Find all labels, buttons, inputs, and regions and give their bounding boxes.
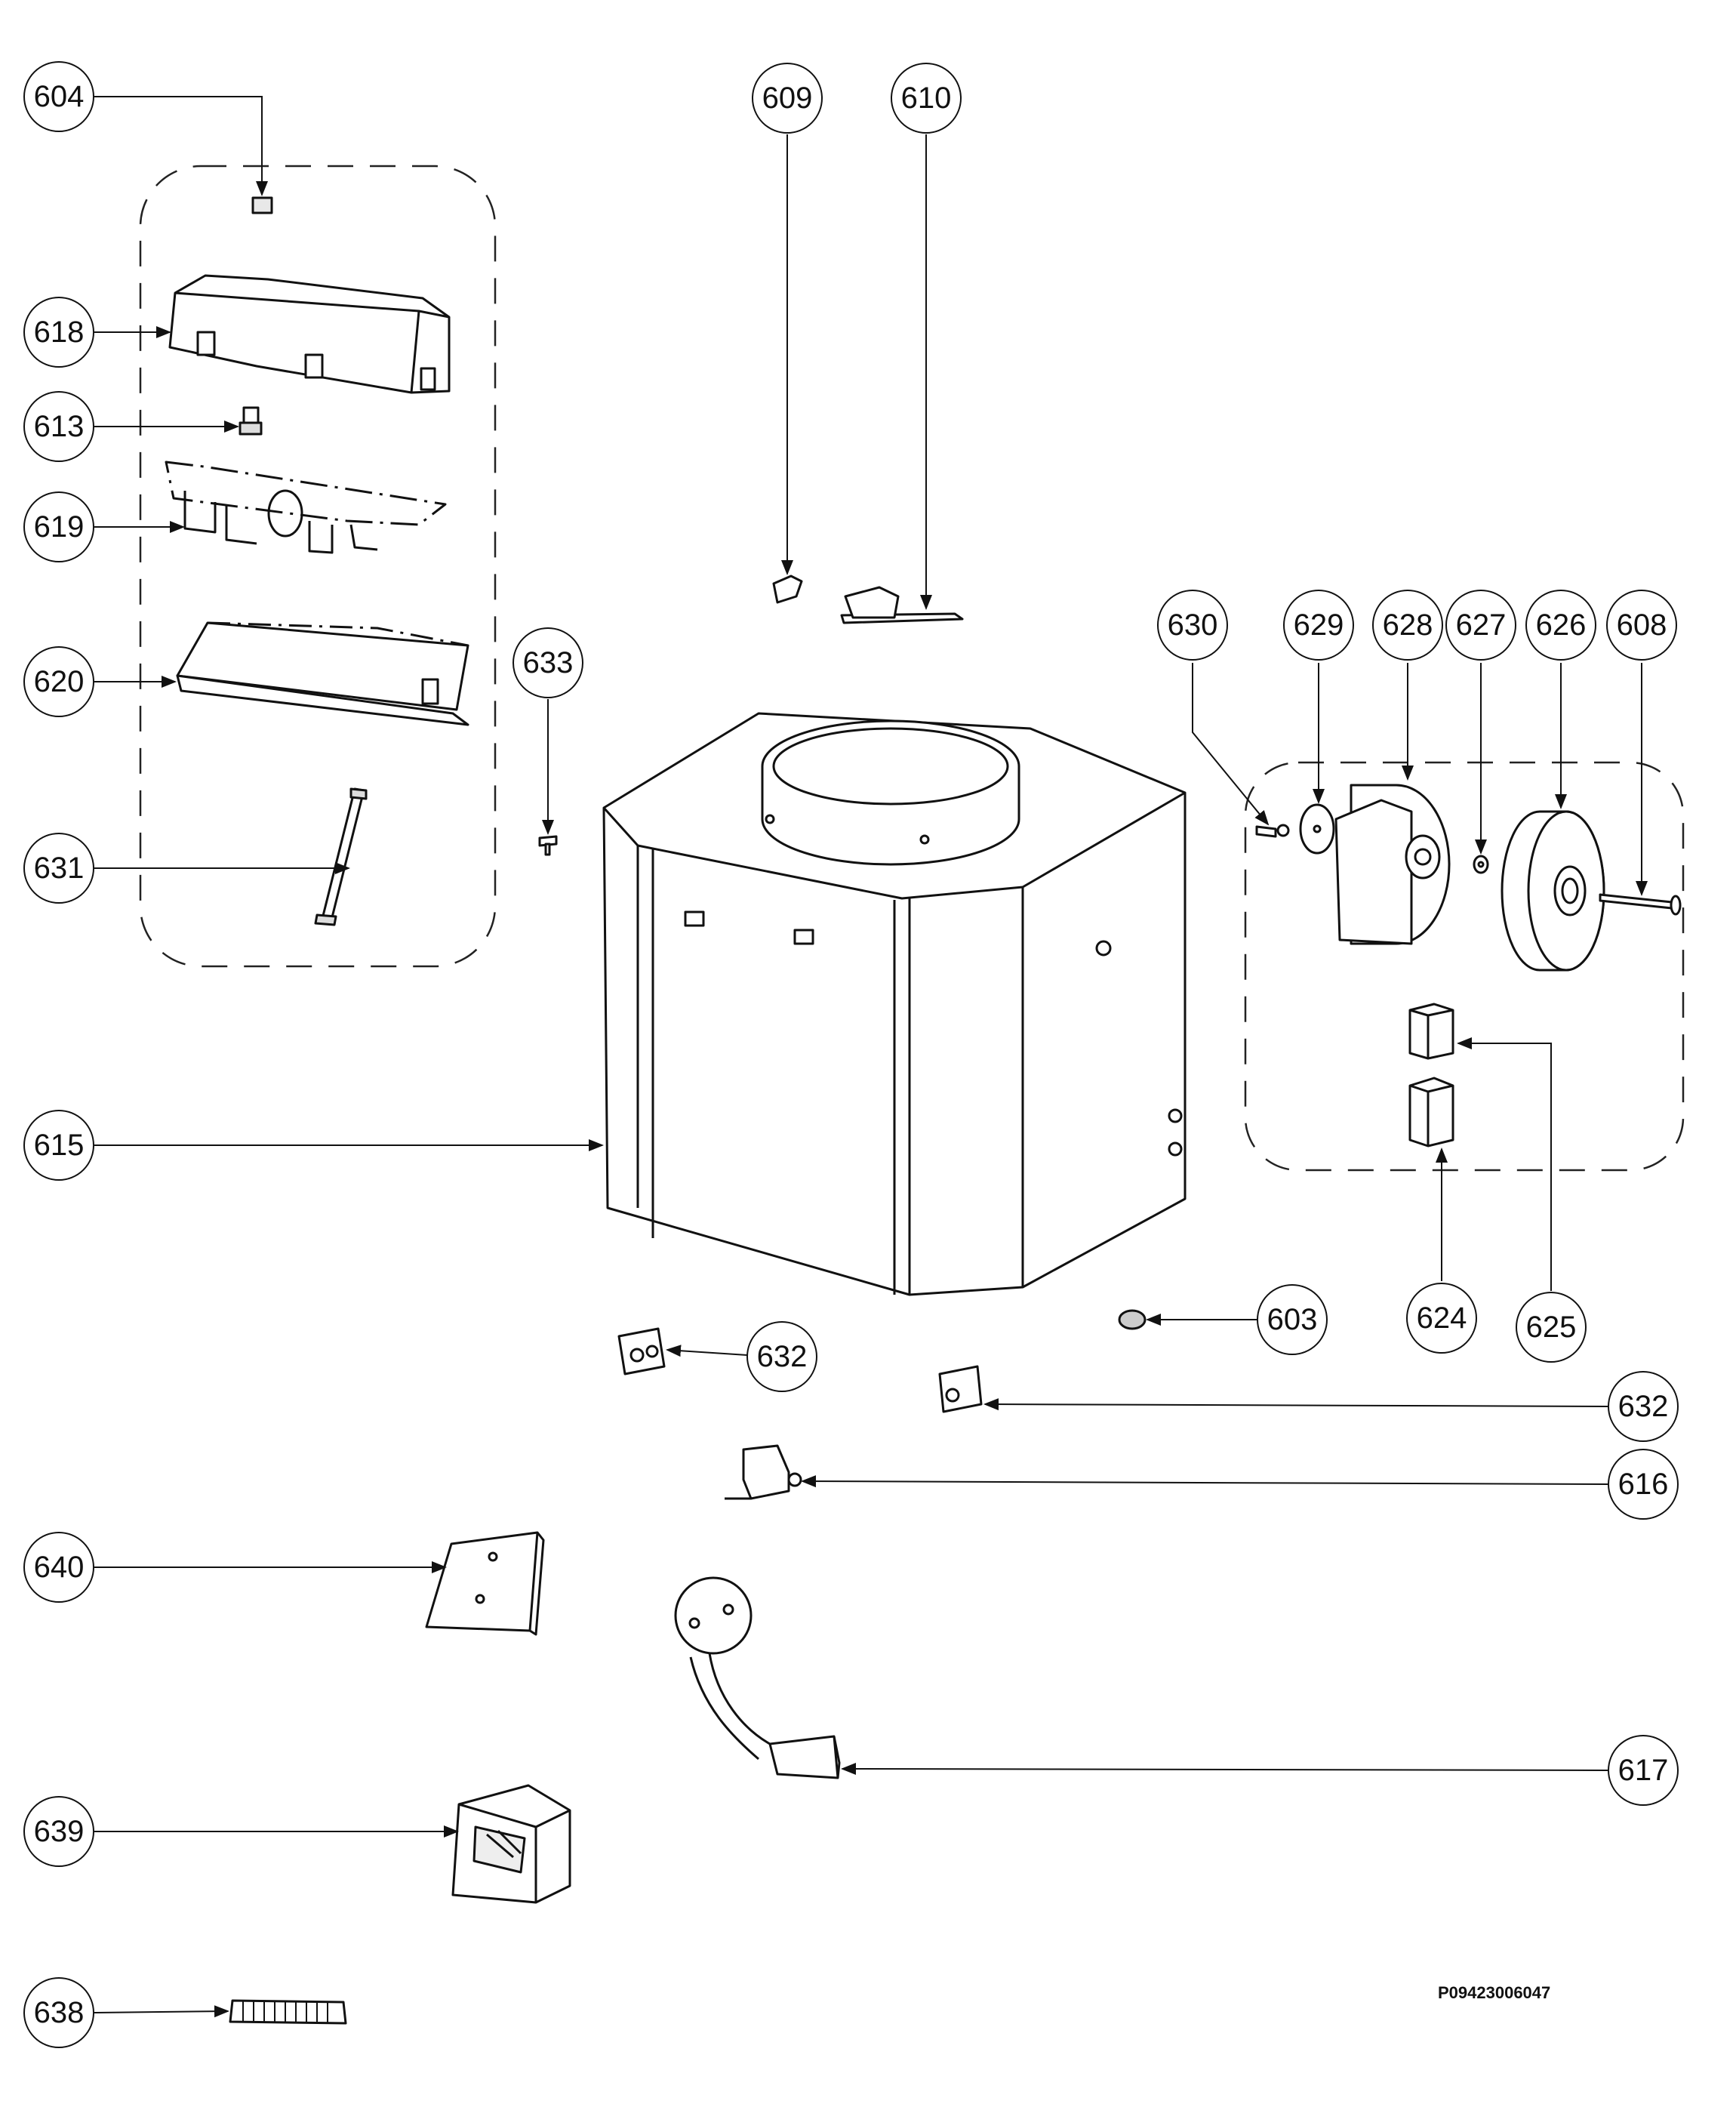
callout-619 [23,491,94,562]
part-618-control-housing [168,274,451,394]
label-630: 630 [1168,608,1218,642]
leader-625 [1457,1037,1552,1291]
part-638-terminal-strip [229,1999,347,2025]
part-604-clip [251,196,273,214]
part-603-clip [1118,1309,1147,1330]
callout-624 [1406,1283,1477,1354]
callout-618 [23,297,94,368]
drawing-reference: P09423006047 [1438,1983,1550,2002]
part-615-main-housing [602,712,1187,1296]
callout-633 [512,627,583,698]
part-620-tray [176,621,469,726]
leader-617 [841,1763,1608,1776]
label-618: 618 [34,316,85,349]
callout-625 [1516,1292,1587,1363]
label-639: 639 [34,1815,85,1848]
label-629: 629 [1294,608,1344,642]
label-619: 619 [34,510,85,544]
label-616: 616 [1618,1468,1669,1501]
part-630-screw [1255,824,1290,838]
label-628: 628 [1383,608,1433,642]
label-604: 604 [34,80,85,113]
label-640: 640 [34,1551,85,1584]
label-632b: 632 [1618,1390,1669,1423]
callout-603 [1257,1284,1328,1355]
callout-615 [23,1110,94,1181]
callout-632b [1608,1371,1679,1442]
callout-620 [23,646,94,717]
leader-604 [94,96,268,196]
label-609: 609 [762,82,813,115]
part-617-cable-plug [674,1576,841,1779]
callout-628 [1372,590,1443,661]
part-608-screw [1599,893,1682,916]
part-640-plate [425,1531,545,1636]
part-633-screw [538,835,558,856]
leader-630 [1192,663,1270,826]
callout-638 [23,1977,94,2048]
leader-616 [801,1475,1608,1488]
part-629-washer [1299,803,1335,855]
label-608: 608 [1617,608,1667,642]
label-617: 617 [1618,1754,1669,1787]
part-625-connector [1408,1003,1454,1060]
label-627: 627 [1456,608,1507,642]
label-631: 631 [34,852,85,885]
part-639-terminal-box [451,1784,571,1904]
callout-632a [746,1321,817,1392]
callout-610 [891,63,962,134]
part-626-impeller [1501,810,1605,972]
motor-group-outline [1244,761,1685,1172]
label-633: 633 [523,646,574,679]
callout-626 [1525,590,1596,661]
leader-632a [666,1345,748,1357]
part-624-connector [1408,1077,1454,1148]
part-609-plate [772,575,803,604]
callout-639 [23,1796,94,1867]
callout-640 [23,1532,94,1603]
part-632-clip-b [938,1365,983,1413]
callout-629 [1283,590,1354,661]
label-626: 626 [1536,608,1587,642]
label-624: 624 [1417,1302,1467,1335]
label-625: 625 [1526,1311,1577,1344]
callout-613 [23,391,94,462]
label-620: 620 [34,665,85,698]
callout-608 [1606,590,1677,661]
callout-617 [1608,1735,1679,1806]
part-627-washer [1473,855,1489,874]
part-613-knob [239,406,263,436]
callout-604 [23,61,94,132]
leader-632b [983,1398,1608,1411]
part-619-circuit-board [165,461,447,554]
part-632-clip-a [617,1327,666,1376]
label-610: 610 [901,82,952,115]
part-628-motor [1334,784,1451,945]
label-638: 638 [34,1996,85,2029]
label-632a: 632 [757,1340,808,1373]
callout-631 [23,833,94,904]
part-616-switch [725,1444,802,1500]
callout-630 [1157,590,1228,661]
callout-616 [1608,1449,1679,1520]
label-615: 615 [34,1129,85,1162]
label-613: 613 [34,410,85,443]
callout-627 [1445,590,1516,661]
label-603: 603 [1267,1303,1318,1336]
callout-609 [752,63,823,134]
leader-638 [94,2005,229,2018]
part-631-strip [314,787,368,926]
part-610-bracket [840,586,964,624]
